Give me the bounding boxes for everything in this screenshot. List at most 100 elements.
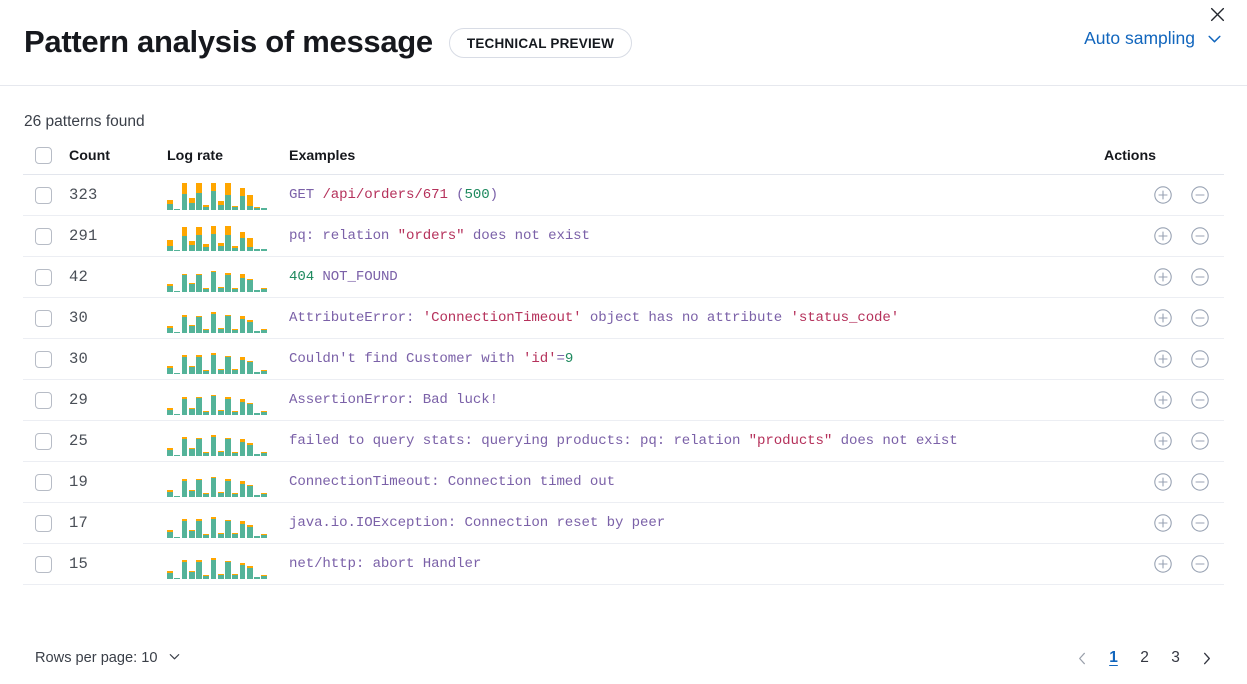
row-checkbox[interactable] [35,473,52,491]
sparkline-bar [225,180,231,210]
row-count-cell: 42 [69,256,167,298]
circle-plus-icon[interactable] [1153,185,1173,205]
row-example-cell: pq: relation "orders" does not exist [289,215,1104,257]
sparkline-bar [254,508,260,538]
sparkline-segment-secondary [167,284,173,286]
sparkline-segment-secondary [225,437,231,440]
sparkline-bar [181,344,188,374]
row-select-cell [23,256,69,298]
sparkline-segment-primary [246,247,253,251]
row-checkbox[interactable] [35,514,52,532]
circle-plus-icon[interactable] [1153,554,1173,574]
sparkline-segment-primary [225,439,231,456]
sparkline-segment-primary [225,480,231,497]
circle-minus-icon[interactable] [1190,349,1210,369]
circle-minus-icon[interactable] [1190,554,1210,574]
sparkline-segment-secondary [188,283,195,285]
pagination-page-1[interactable]: 1 [1109,649,1118,666]
circle-plus-icon[interactable] [1153,431,1173,451]
sparkline-segment-primary [203,494,209,497]
circle-plus-icon[interactable] [1153,390,1173,410]
auto-sampling-control[interactable]: Auto sampling [1084,28,1223,49]
pagination-prev-button[interactable] [1069,644,1096,672]
row-checkbox[interactable] [35,555,52,573]
row-checkbox[interactable] [35,350,52,368]
sparkline-segment-secondary [203,410,209,412]
sparkline-bar [254,180,260,210]
circle-minus-icon[interactable] [1190,390,1210,410]
sparkline-segment-secondary [188,198,195,203]
sparkline-segment-secondary [196,438,202,440]
sparkline-segment-primary [217,204,224,210]
sparkline-segment-secondary [254,248,260,250]
circle-minus-icon[interactable] [1190,185,1210,205]
sparkline-segment-primary [246,362,253,374]
sparkline-bar [167,467,173,497]
sparkline-segment-primary [239,277,246,292]
sparkline-segment-secondary [210,270,217,273]
sparkline-bar [188,508,195,538]
circle-minus-icon[interactable] [1190,431,1210,451]
sparkline-segment-secondary [196,227,202,236]
row-checkbox[interactable] [35,391,52,409]
row-checkbox[interactable] [35,186,52,204]
rows-per-page-control[interactable]: Rows per page: 10 [24,649,182,668]
sparkline-bar [181,180,188,210]
sparkline-segment-secondary [188,530,195,532]
row-checkbox[interactable] [35,309,52,327]
sparkline-bar [246,385,253,415]
row-example-cell: net/http: abort Handler [289,543,1104,585]
row-actions [1104,390,1224,410]
sparkline-bar [174,549,180,579]
row-checkbox[interactable] [35,227,52,245]
circle-plus-icon[interactable] [1153,267,1173,287]
sparkline-bar [210,467,217,497]
select-all-checkbox[interactable] [35,147,52,164]
panel-body: 26 patterns found Count Log rate Example… [0,86,1247,585]
close-icon[interactable] [1205,2,1229,26]
sparkline-segment-primary [239,237,246,251]
sparkline-bar [181,262,188,292]
sparkline-segment-primary [203,247,209,251]
sparkline-segment-secondary [246,360,253,362]
circle-plus-icon[interactable] [1153,308,1173,328]
sparkline-bar [196,508,202,538]
technical-preview-badge[interactable]: TECHNICAL PREVIEW [448,27,633,58]
pattern-example-text: ConnectionTimeout: Connection timed out [289,474,1104,490]
sparkline-bar [254,262,260,292]
sparkline-bar [196,303,202,333]
sparkline-segment-primary [210,272,217,292]
circle-minus-icon[interactable] [1190,513,1210,533]
pattern-example-text: AttributeError: 'ConnectionTimeout' obje… [289,310,1104,326]
circle-minus-icon[interactable] [1190,226,1210,246]
column-header-log-rate: Log rate [167,147,289,175]
pattern-example-text: AssertionError: Bad luck! [289,392,1104,408]
pagination-page-2[interactable]: 2 [1140,649,1149,666]
sparkline-segment-secondary [196,182,202,194]
circle-minus-icon[interactable] [1190,308,1210,328]
sparkline-segment-primary [167,286,173,292]
sparkline-bar [210,344,217,374]
sparkline-segment-secondary [254,494,260,496]
circle-plus-icon[interactable] [1153,226,1173,246]
circle-plus-icon[interactable] [1153,349,1173,369]
sparkline-segment-secondary [246,278,253,280]
table-header: Count Log rate Examples Actions [23,147,1224,175]
row-actions-cell [1104,338,1224,380]
sparkline-segment-primary [210,436,217,456]
sparkline-bar [225,508,231,538]
row-checkbox[interactable] [35,268,52,286]
circle-plus-icon[interactable] [1153,472,1173,492]
row-checkbox[interactable] [35,432,52,450]
circle-plus-icon[interactable] [1153,513,1173,533]
sparkline-segment-secondary [217,242,224,247]
pattern-example-text: java.io.IOException: Connection reset by… [289,515,1104,531]
sparkline-bar [239,303,246,333]
sparkline-segment-secondary [196,315,202,317]
page-title: Pattern analysis of message [24,24,433,60]
pagination-page-3[interactable]: 3 [1171,649,1180,666]
circle-minus-icon[interactable] [1190,472,1210,492]
pagination-next-button[interactable] [1193,644,1220,672]
circle-minus-icon[interactable] [1190,267,1210,287]
